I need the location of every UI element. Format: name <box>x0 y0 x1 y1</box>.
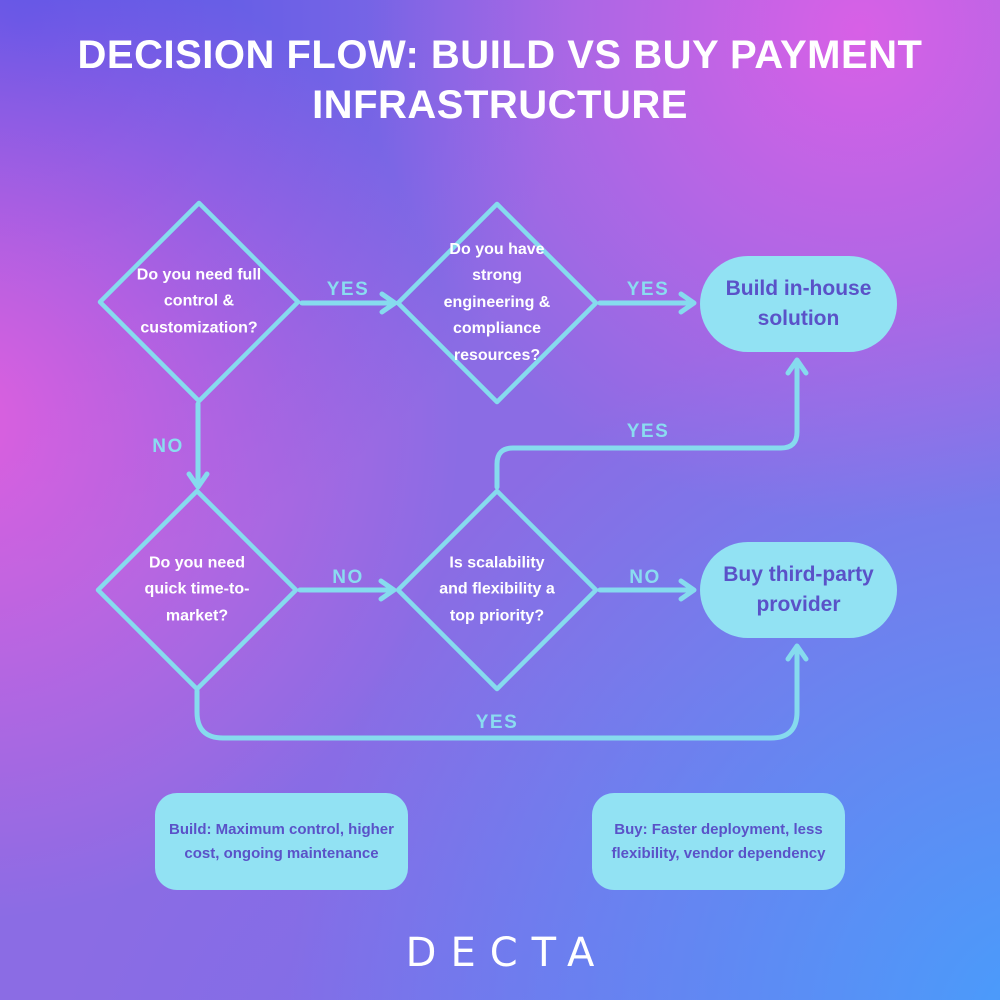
decision-diamond-1 <box>97 200 301 404</box>
decision-node-d2: Do you have strong engineering & complia… <box>443 241 551 364</box>
edge-label-d4-buy: NO <box>629 567 661 588</box>
edge-d3-buy-line <box>194 649 800 741</box>
edge-d3-d4-arrowhead-icon <box>378 578 397 602</box>
edge-d4-buy-arrowhead-icon <box>678 578 697 602</box>
page-title: DECISION FLOW: BUILD VS BUY PAYMENT INFR… <box>77 33 923 127</box>
edge-d3-buy-arrowhead-icon <box>785 643 809 662</box>
note-build-summary: Build: Maximum control, higher cost, ong… <box>155 793 408 890</box>
edge-d2-build-arrowhead-icon <box>678 291 697 315</box>
edge-d1-d2-arrowhead-icon <box>379 291 398 315</box>
edge-label-d3-buy: YES <box>475 712 519 733</box>
edge-label-d1-d3: NO <box>152 436 184 457</box>
decision-diamond-4 <box>395 488 599 692</box>
edge-label-d2-build: YES <box>626 279 670 300</box>
outcome-buy-label: Buy third-party provider <box>723 562 874 616</box>
decision-node-d4: Is scalability and flexibility a top pri… <box>439 554 555 625</box>
decta-logo: DECTA <box>405 930 609 976</box>
edge-d4-build-arrowhead-icon <box>785 357 809 376</box>
edge-label-d4-build: YES <box>626 421 670 442</box>
decision-node-d3: Do you need quick time-to-market? <box>144 554 250 625</box>
outcome-node-build: Build in-house solution <box>700 256 897 352</box>
flow-edges <box>186 291 809 741</box>
outcome-node-buy: Buy third-party provider <box>700 542 897 638</box>
note-buy-summary-text: Buy: Faster deployment, less flexibility… <box>611 821 826 862</box>
decision-node-d1: Do you need full control & customization… <box>136 266 262 337</box>
edge-d4-build-line <box>494 363 800 490</box>
edge-label-d1-d2: YES <box>326 279 370 300</box>
edge-label-d3-d4: NO <box>332 567 364 588</box>
outcome-build-label: Build in-house solution <box>725 276 872 330</box>
note-buy-summary: Buy: Faster deployment, less flexibility… <box>592 793 845 890</box>
decision-diamond-2 <box>395 201 599 405</box>
edge-d1-d3-arrowhead-icon <box>186 471 210 490</box>
note-build-summary-text: Build: Maximum control, higher cost, ong… <box>168 821 394 862</box>
